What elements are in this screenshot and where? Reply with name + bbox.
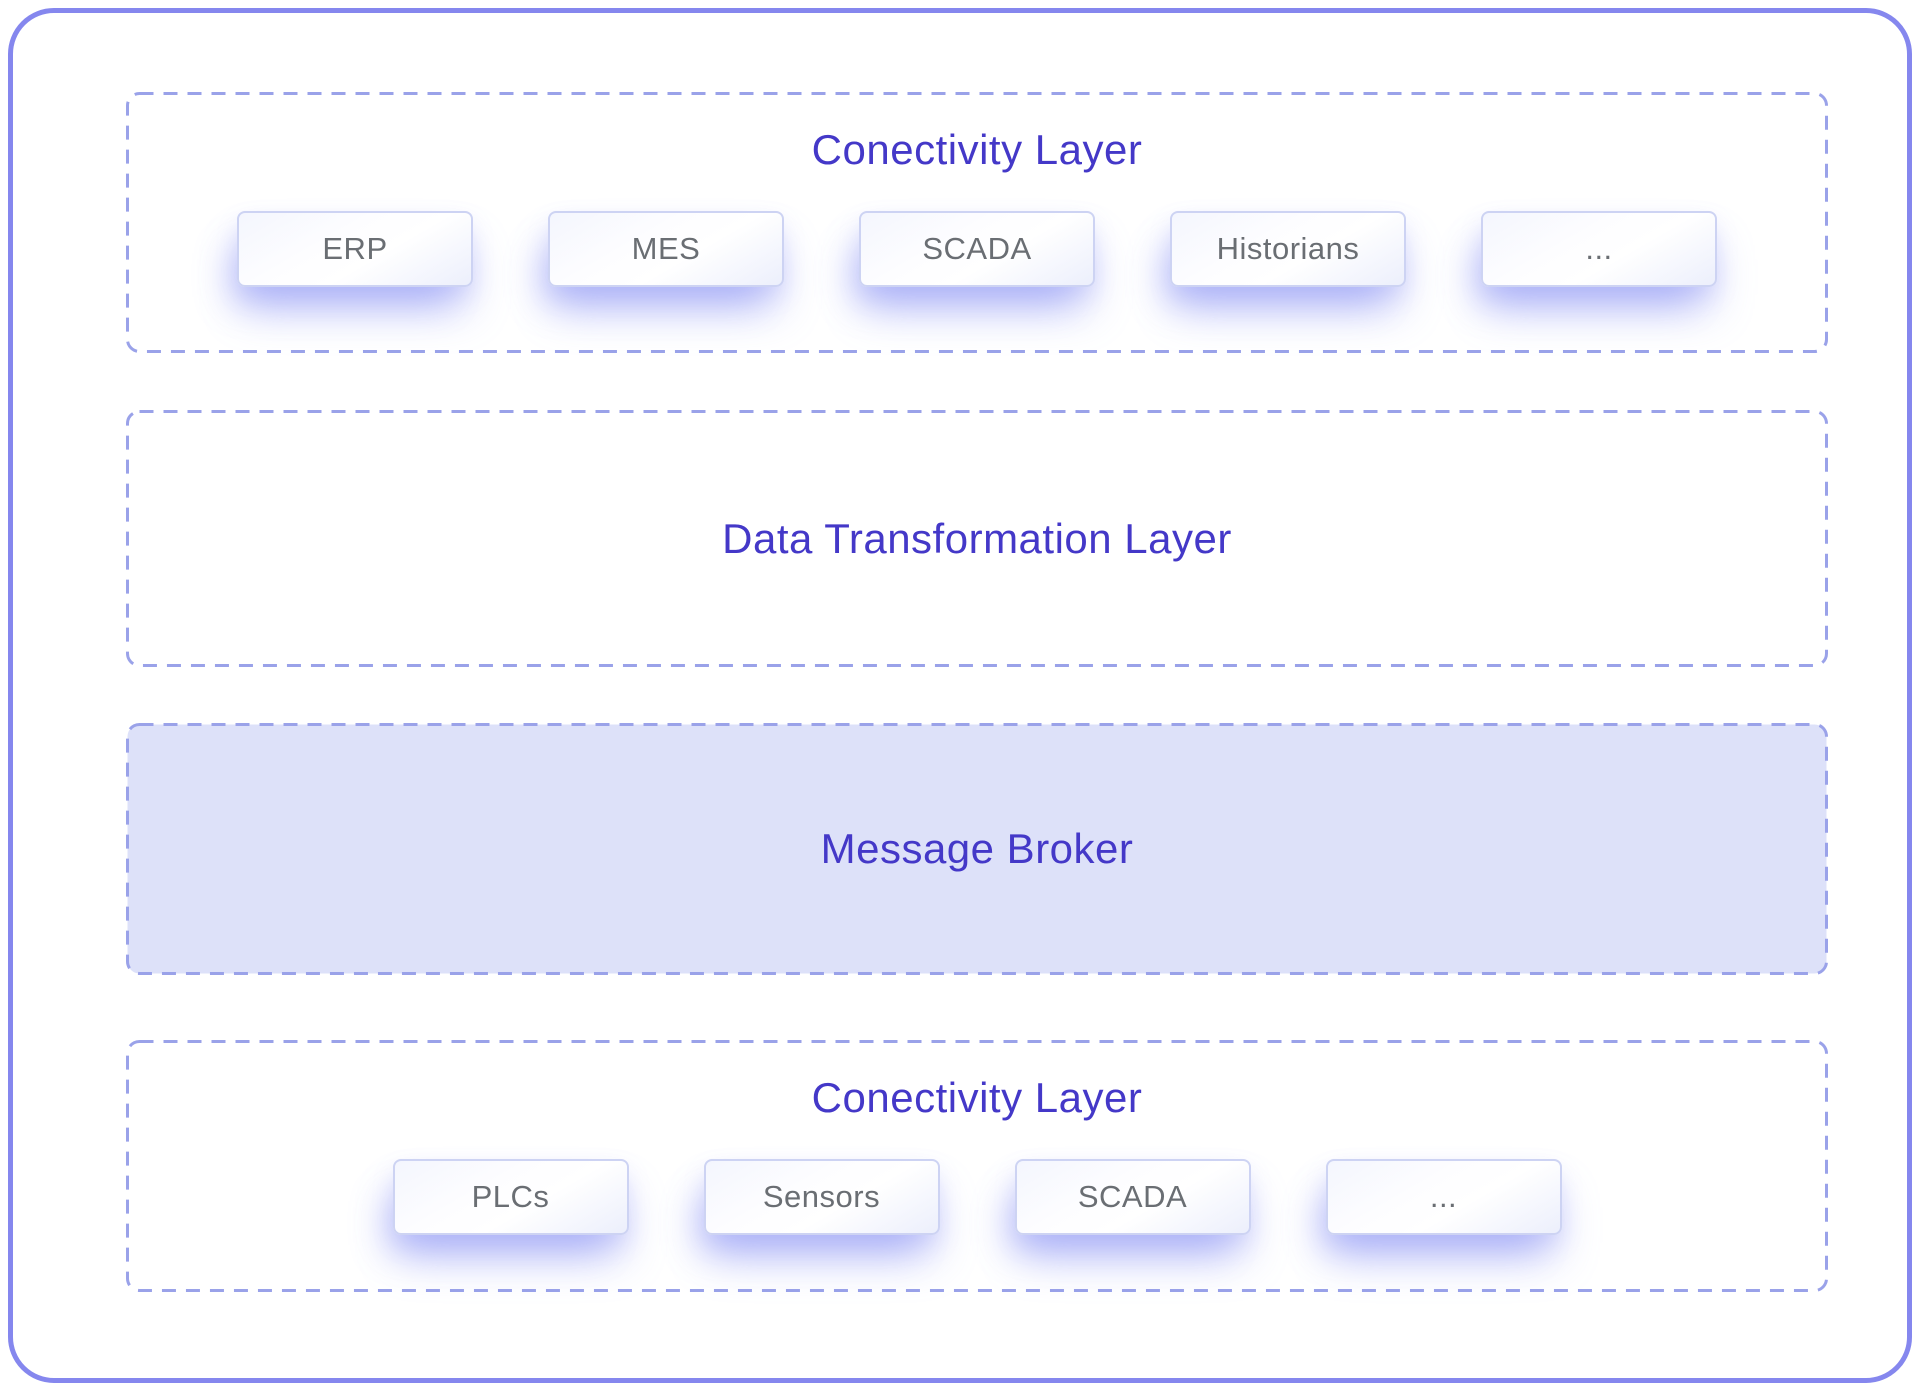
chip-label: SCADA (922, 231, 1032, 266)
chip-label: PLCs (471, 1179, 550, 1214)
chip-historians: Historians (1170, 211, 1406, 287)
layer-title: Message Broker (820, 825, 1134, 872)
chip-label: MES (631, 231, 701, 266)
layer-title: Conectivity Layer (811, 126, 1143, 173)
chip-ellipsis-2: ... (1325, 1159, 1562, 1235)
chip-row: PLCs Sensors SCADA ... (392, 1159, 1562, 1235)
layer-data-transformation: Data Transformation Layer (126, 410, 1828, 667)
layer-message-broker: Message Broker (126, 723, 1828, 975)
chip-scada-2: SCADA (1014, 1159, 1251, 1235)
chip-ellipsis: ... (1481, 211, 1717, 287)
outer-frame: Conectivity Layer ERP MES SCADA Historia… (8, 8, 1912, 1383)
layer-connectivity-bottom: Conectivity Layer PLCs Sensors SCADA ... (126, 1040, 1828, 1292)
layer-title: Data Transformation Layer (722, 514, 1232, 562)
chip-label: Sensors (762, 1179, 881, 1214)
chip-label: ... (1429, 1179, 1458, 1214)
chip-label: Historians (1216, 231, 1360, 266)
chip-label: SCADA (1077, 1179, 1188, 1214)
chip-scada: SCADA (859, 211, 1095, 287)
chip-label: ... (1585, 231, 1613, 266)
chip-erp: ERP (237, 211, 473, 287)
chip-mes: MES (548, 211, 784, 287)
chip-sensors: Sensors (703, 1159, 940, 1235)
chip-plcs: PLCs (392, 1159, 629, 1235)
layer-title: Conectivity Layer (811, 1074, 1143, 1121)
layer-connectivity-top: Conectivity Layer ERP MES SCADA Historia… (126, 92, 1828, 353)
chip-label: ERP (322, 231, 388, 266)
chip-row: ERP MES SCADA Historians ... (237, 211, 1717, 287)
